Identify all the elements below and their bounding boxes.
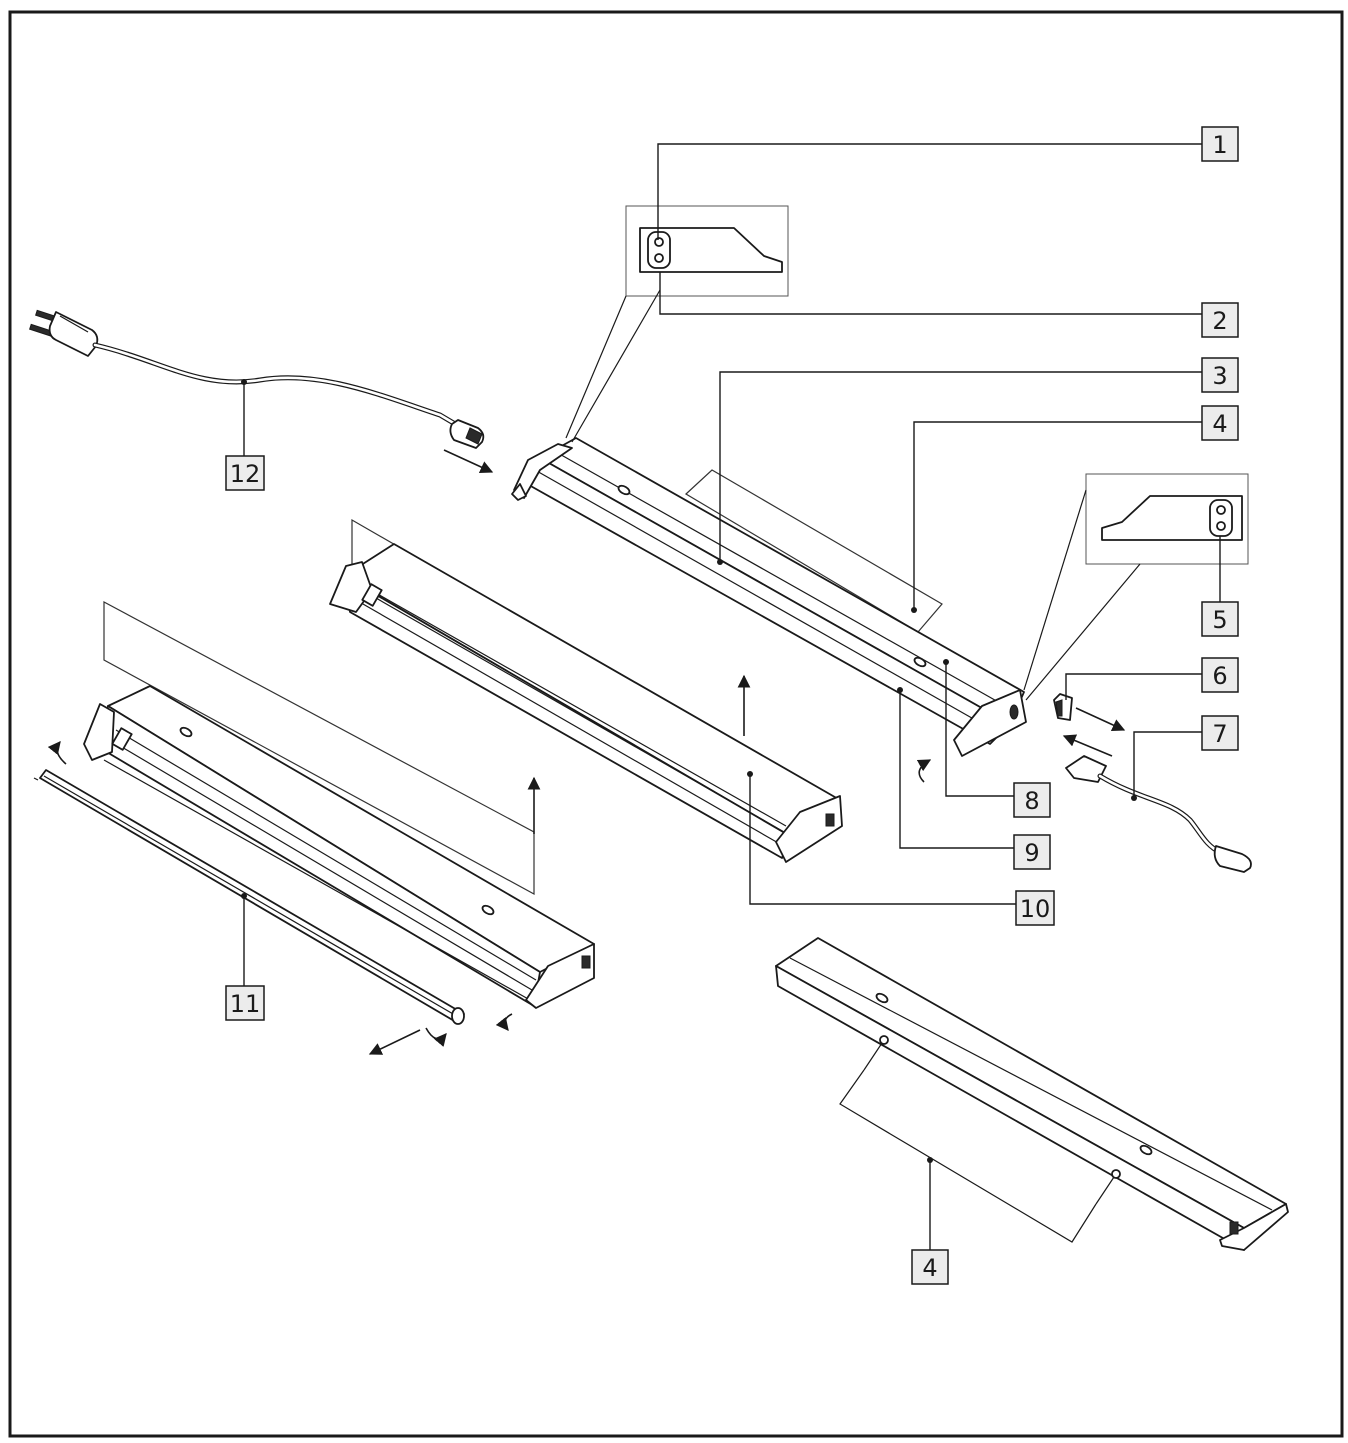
link-cable — [1065, 755, 1252, 873]
top-light-housing — [511, 437, 1027, 757]
middle-light-housing — [329, 518, 843, 863]
rotate-arrow-icon — [916, 759, 932, 783]
callout-5: 5 — [1201, 601, 1239, 637]
leader-lines — [241, 143, 1221, 1250]
callout-6: 6 — [1201, 657, 1239, 693]
callout-4-top: 4 — [1201, 405, 1239, 441]
power-socket-icon — [647, 231, 671, 269]
callout-10: 10 — [1015, 890, 1055, 926]
lower-light-housing — [83, 600, 595, 1009]
callout-3: 3 — [1201, 357, 1239, 393]
callout-7: 7 — [1201, 715, 1239, 751]
callout-8: 8 — [1013, 782, 1051, 818]
callout-1: 1 — [1201, 126, 1239, 162]
callout-label: 2 — [1212, 307, 1227, 335]
callout-label: 6 — [1212, 662, 1227, 690]
link-connector — [1053, 693, 1073, 721]
fluorescent-tube — [33, 769, 465, 1025]
power-socket-icon — [1209, 499, 1233, 537]
rotate-arrow-icon — [495, 1013, 513, 1031]
callout-label: 4 — [1212, 410, 1227, 438]
direction-arrow-icon — [1075, 707, 1126, 732]
diagram-frame — [8, 10, 1344, 1438]
callout-label: 10 — [1020, 895, 1051, 923]
callout-label: 11 — [230, 990, 261, 1018]
power-cord-with-plug — [29, 309, 485, 449]
rotate-arrow-icon — [47, 740, 67, 765]
insert-direction-arrow — [443, 449, 494, 474]
assembled-light — [775, 937, 1289, 1251]
callout-12: 12 — [225, 455, 265, 491]
direction-arrow-icon — [1062, 734, 1113, 757]
power-plug-icon — [29, 309, 99, 357]
callout-9: 9 — [1013, 834, 1051, 870]
callout-2: 2 — [1201, 302, 1239, 338]
callout-11: 11 — [225, 985, 265, 1021]
rotate-arrow-icon — [425, 1027, 447, 1047]
socket-detail-right — [1023, 473, 1249, 701]
callout-label: 5 — [1212, 606, 1227, 634]
callout-label: 1 — [1212, 131, 1227, 159]
cord-connector — [449, 419, 485, 449]
callout-label: 8 — [1024, 787, 1039, 815]
callout-4-bottom: 4 — [911, 1249, 949, 1285]
callout-label: 7 — [1212, 720, 1227, 748]
socket-detail-top — [565, 205, 789, 443]
callout-label: 9 — [1024, 839, 1039, 867]
callout-label: 12 — [230, 460, 261, 488]
callout-label: 3 — [1212, 362, 1227, 390]
direction-arrow-icon — [368, 1029, 421, 1055]
callout-label: 4 — [922, 1254, 937, 1282]
